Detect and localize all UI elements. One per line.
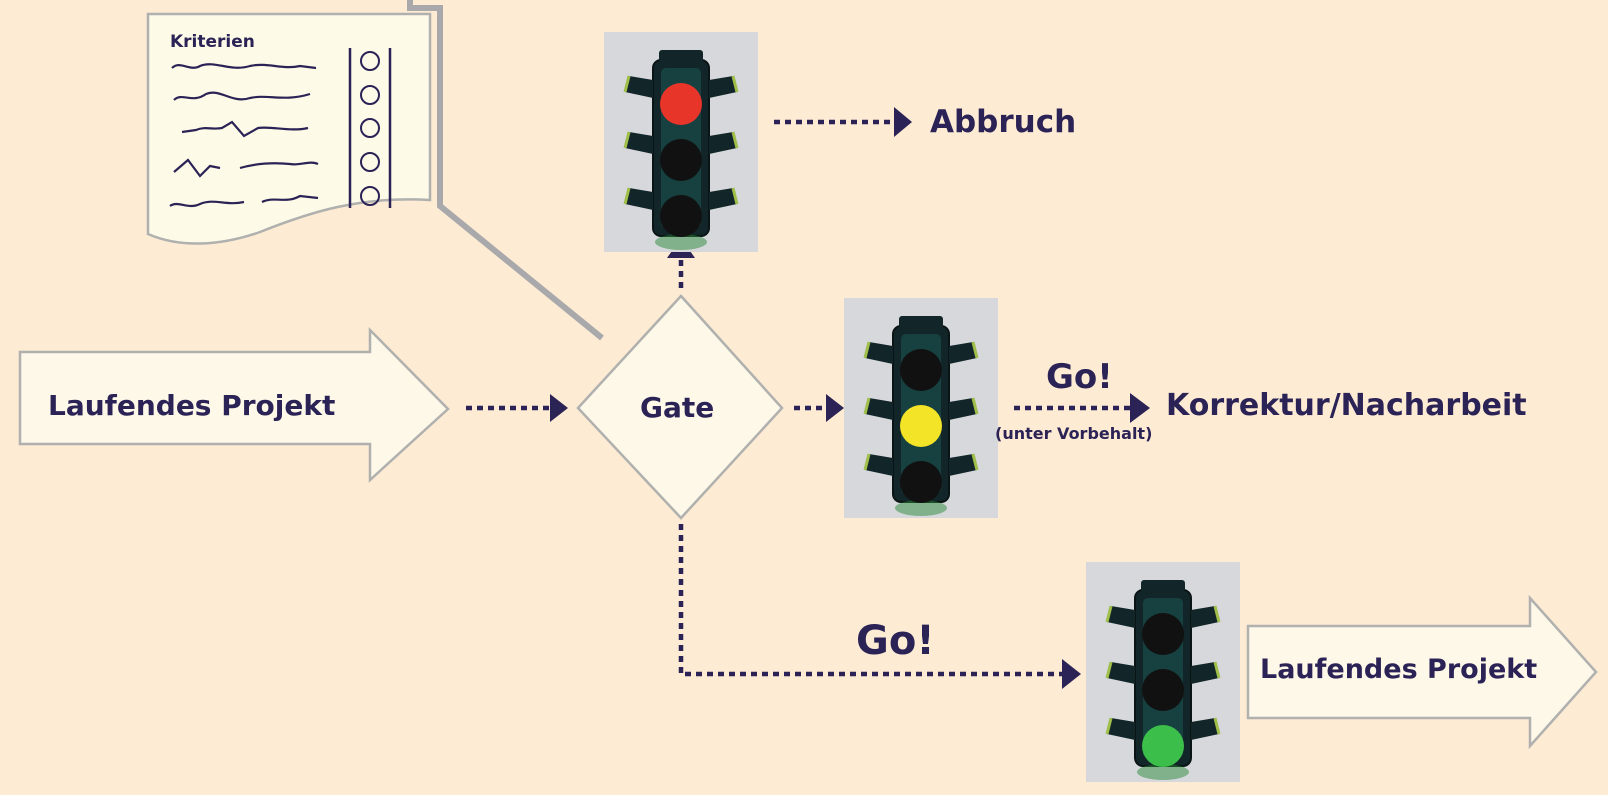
light-bottom [1142,725,1184,767]
start-label: Laufendes Projekt [48,389,336,422]
traffic-light-red-icon [623,48,739,252]
arrowhead [1130,393,1150,423]
light-top [1142,613,1184,655]
light-middle [660,139,702,181]
light-top [660,83,702,125]
criteria-document [146,0,604,341]
checkbox-circles [360,51,380,206]
light-bottom [660,195,702,237]
traffic-light-green-icon [1105,578,1221,782]
light-top [900,349,942,391]
yellow-light-panel [844,298,998,518]
arrowhead [550,394,568,422]
abort-label: Abbruch [930,104,1077,140]
light-middle [1142,669,1184,711]
scribble-lines [169,63,319,208]
proceed-go-label: Go! [856,618,935,664]
arrowhead [894,107,912,137]
rework-label: Korrektur/Nacharbeit [1166,388,1527,423]
light-bottom [900,461,942,503]
end-arrow [1246,594,1598,750]
start-arrow [18,326,450,483]
gate-diamond [576,294,784,520]
criteria-title: Kriterien [170,32,255,52]
rework-go-label: Go! [1046,357,1113,397]
light-middle [900,405,942,447]
green-light-panel [1086,562,1240,782]
gate-label: Gate [640,391,715,424]
gate-to-green-connector [678,524,1062,677]
arrowhead [826,394,844,422]
rework-condition-label: (unter Vorbehalt) [995,424,1153,443]
end-label: Laufendes Projekt [1260,654,1538,685]
red-light-panel [604,32,758,252]
arrowhead [1062,659,1081,689]
traffic-light-yellow-icon [863,314,979,518]
